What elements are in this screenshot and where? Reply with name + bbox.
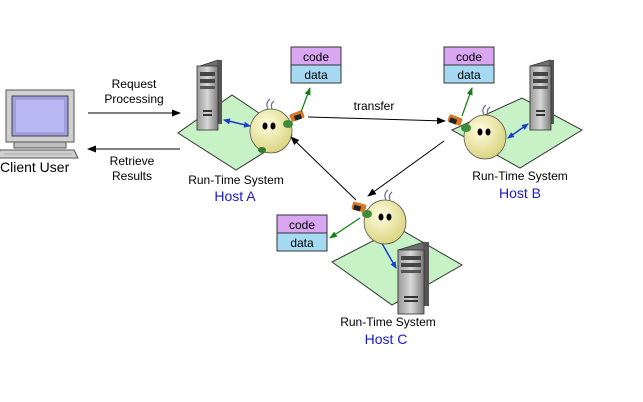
host-b-data-box [443,64,495,84]
host-a-blue-arrow [223,118,251,128]
host-c-runtime-label: Run-Time System [340,315,436,329]
host-c-data-box [276,232,328,252]
retrieve-label-line2: Results [112,169,152,183]
host-c-agent-icon [351,189,407,245]
host-c-data-label: data [290,236,314,250]
host-a-data-box [290,64,342,84]
request-label-line1: Request [112,77,157,91]
transfer-arrow-a-to-b [307,116,446,125]
host-a-agent-icon [249,98,305,154]
host-b-code-label: code [456,50,482,64]
host-b-data-label: data [457,68,481,82]
client-user-label: Client User [0,159,70,175]
host-b-blue-arrow [507,123,529,139]
host-b-green-arrow [461,87,473,117]
host-b-group: code data Run-Time System Host B [443,46,584,201]
host-c-code-label: code [289,218,315,232]
host-a-code-label: code [303,50,329,64]
host-a-label: Host A [214,188,256,204]
host-b-runtime-label: Run-Time System [472,169,568,183]
transfer-arrow-b-to-c [367,140,445,197]
transfer-label: transfer [354,99,395,113]
host-a-group: code data Run-Time System Host A [177,46,342,204]
transfer-arrow-c-to-a [290,136,357,201]
client-computer-icon [0,89,79,159]
host-b-label: Host B [499,185,541,201]
host-a-server-icon [196,59,222,131]
host-b-agent-icon [447,104,507,160]
retrieve-label-line1: Retrieve [110,154,155,168]
host-a-data-label: data [304,68,328,82]
host-c-group: code data Run-Time System Host C [276,189,464,347]
host-a-runtime-label: Run-Time System [188,173,284,187]
host-c-label: Host C [365,331,408,347]
request-label-line2: Processing [104,92,163,106]
host-b-server-icon [529,59,554,131]
host-c-server-icon [397,241,429,315]
host-c-green-arrow [329,217,361,239]
host-a-green-arrow [300,87,311,113]
